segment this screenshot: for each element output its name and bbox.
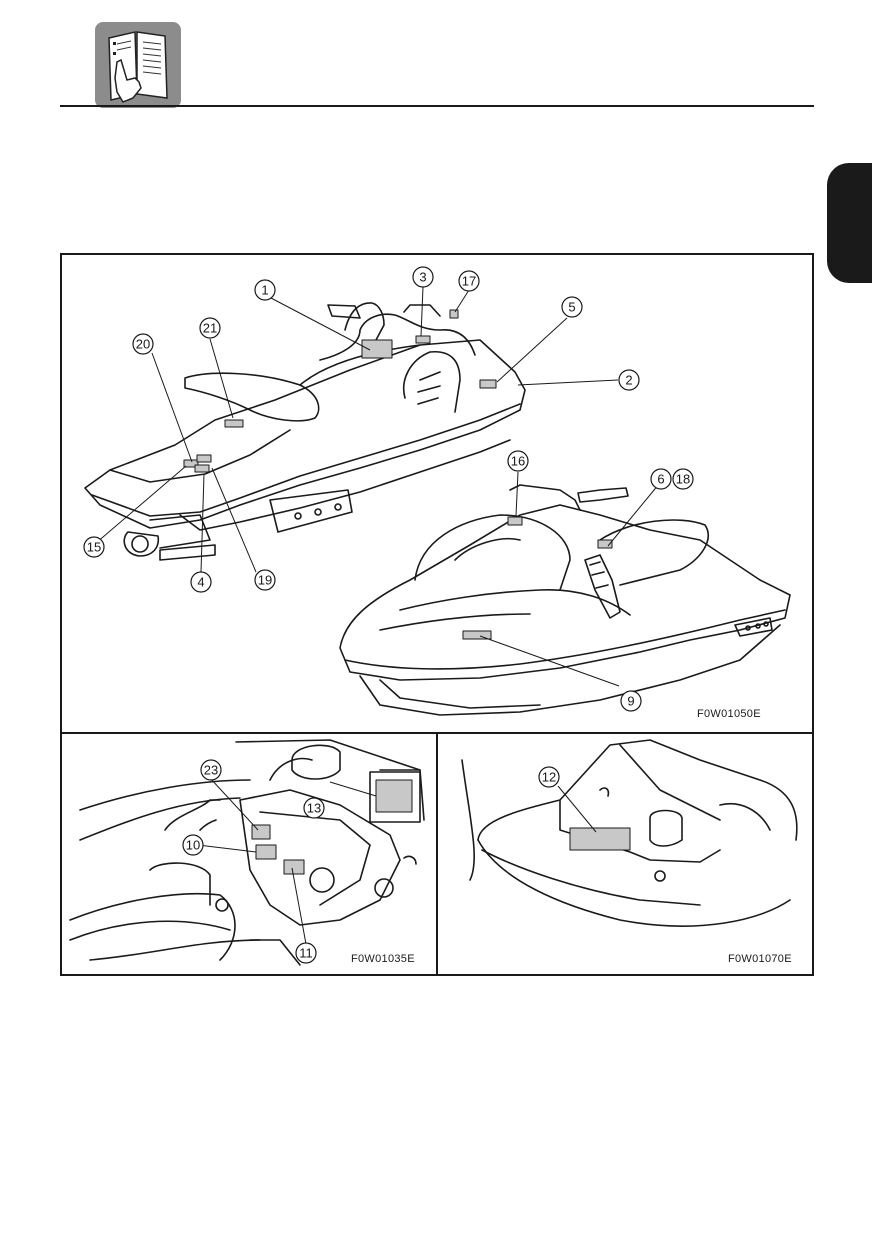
callout-2 (618, 369, 640, 391)
callout-21 (199, 317, 221, 339)
watercraft-front-view (339, 484, 791, 716)
callout-20 (132, 333, 154, 355)
watercraft-rear-view (84, 302, 526, 561)
callout-label: 20 (136, 337, 150, 352)
figure-code-top: F0W01050E (697, 708, 761, 720)
callout-3 (412, 266, 434, 288)
callout-label: 9 (627, 694, 634, 709)
callout-label: 19 (258, 573, 272, 588)
callout-11 (295, 942, 317, 964)
callout-13 (303, 797, 325, 819)
callout-23 (200, 759, 222, 781)
callout-label: 1 (261, 283, 268, 298)
callout-label: 6 (657, 472, 664, 487)
callout-16 (507, 450, 529, 472)
header-rule (60, 105, 814, 107)
callout-6 (650, 468, 672, 490)
callout-label: 18 (676, 472, 690, 487)
panel-divider (436, 733, 438, 976)
callout-10 (182, 834, 204, 856)
callout-5 (561, 296, 583, 318)
callout-label: 11 (299, 946, 313, 961)
callout-1 (254, 279, 276, 301)
callout-label: 4 (197, 575, 204, 590)
callout-label: 3 (419, 270, 426, 285)
callout-19 (254, 569, 276, 591)
callout-label: 23 (204, 763, 218, 778)
callout-label: 21 (203, 321, 217, 336)
callout-18 (672, 468, 694, 490)
callout-label: 13 (307, 801, 321, 816)
section-tab (827, 163, 872, 283)
callout-label: 5 (568, 300, 575, 315)
callout-15 (83, 536, 105, 558)
callout-label: 15 (87, 540, 101, 555)
figure-code-bottom-right: F0W01070E (728, 953, 792, 965)
manual-hand-icon (95, 22, 181, 108)
callout-label: 16 (511, 454, 525, 469)
callout-label: 10 (186, 838, 200, 853)
callout-17 (458, 270, 480, 292)
callout-label: 17 (462, 274, 476, 289)
callout-4 (190, 571, 212, 593)
callout-label: 2 (625, 373, 632, 388)
figure-code-bottom-left: F0W01035E (351, 953, 415, 965)
callout-label: 12 (542, 770, 556, 785)
callout-9 (620, 690, 642, 712)
callout-12 (538, 766, 560, 788)
engine-compartment-view (69, 739, 425, 966)
storage-compartment-view (461, 739, 798, 927)
